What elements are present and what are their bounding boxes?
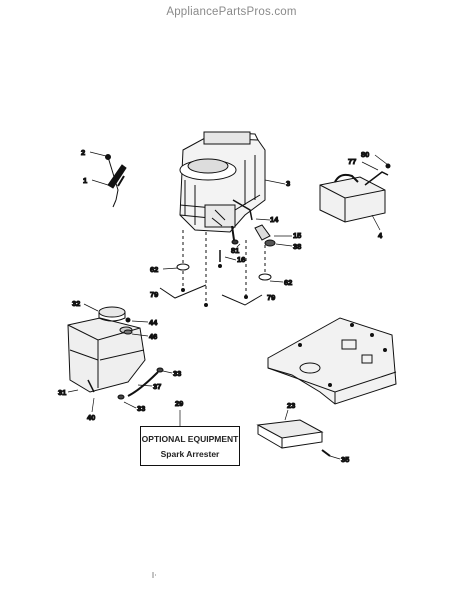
optional-equipment-box: OPTIONAL EQUIPMENT Spark Arrester [140,426,240,466]
watermark: AppliancePartsPros.com [166,6,297,18]
washers[interactable] [176,263,272,307]
callout-35: 35 [341,455,349,464]
exhaust-fittings[interactable] [218,224,276,268]
callout-80: 80 [361,150,369,159]
spark-arrester-label: Spark Arrester [160,449,220,459]
chassis-plate[interactable] [267,317,397,405]
callout-62a: 62 [150,265,158,274]
callout-15: 15 [293,231,301,240]
optional-equipment-label: OPTIONAL EQUIPMENT [141,434,239,444]
callout-16: 16 [237,255,245,264]
callout-31: 31 [58,388,66,397]
leader-lines [67,151,389,460]
callout-3: 3 [286,179,290,188]
callout-44: 44 [149,318,158,327]
fuel-line[interactable] [117,367,164,400]
heat-shield[interactable] [256,419,331,457]
callout-79a: 79 [150,290,158,299]
fuel-tank[interactable] [67,317,146,393]
callout-79b: 79 [267,293,275,302]
callout-33a: 33 [173,369,181,378]
callout-46: 46 [149,332,157,341]
callout-14: 14 [270,215,279,224]
callout-40: 40 [87,413,95,422]
callout-4: 4 [378,231,383,240]
callout-38: 38 [293,242,301,251]
callout-29: 29 [175,399,183,408]
callout-32: 32 [72,299,80,308]
callout-33b: 33 [137,404,145,413]
stray-marks [152,572,156,578]
callout-2: 2 [81,148,85,157]
callout-81: 81 [231,246,239,255]
fuel-cap[interactable] [98,306,126,322]
engine[interactable] [179,131,266,233]
bolt-brackets [159,284,263,306]
muffler[interactable] [319,163,391,223]
callout-62b: 62 [284,278,292,287]
callout-77: 77 [348,157,356,166]
callout-23: 23 [287,401,295,410]
choke-control[interactable] [105,154,127,208]
callout-1: 1 [83,176,87,185]
mounting-lines [182,230,266,305]
callout-37: 37 [153,382,161,391]
tank-fittings[interactable] [123,317,133,335]
